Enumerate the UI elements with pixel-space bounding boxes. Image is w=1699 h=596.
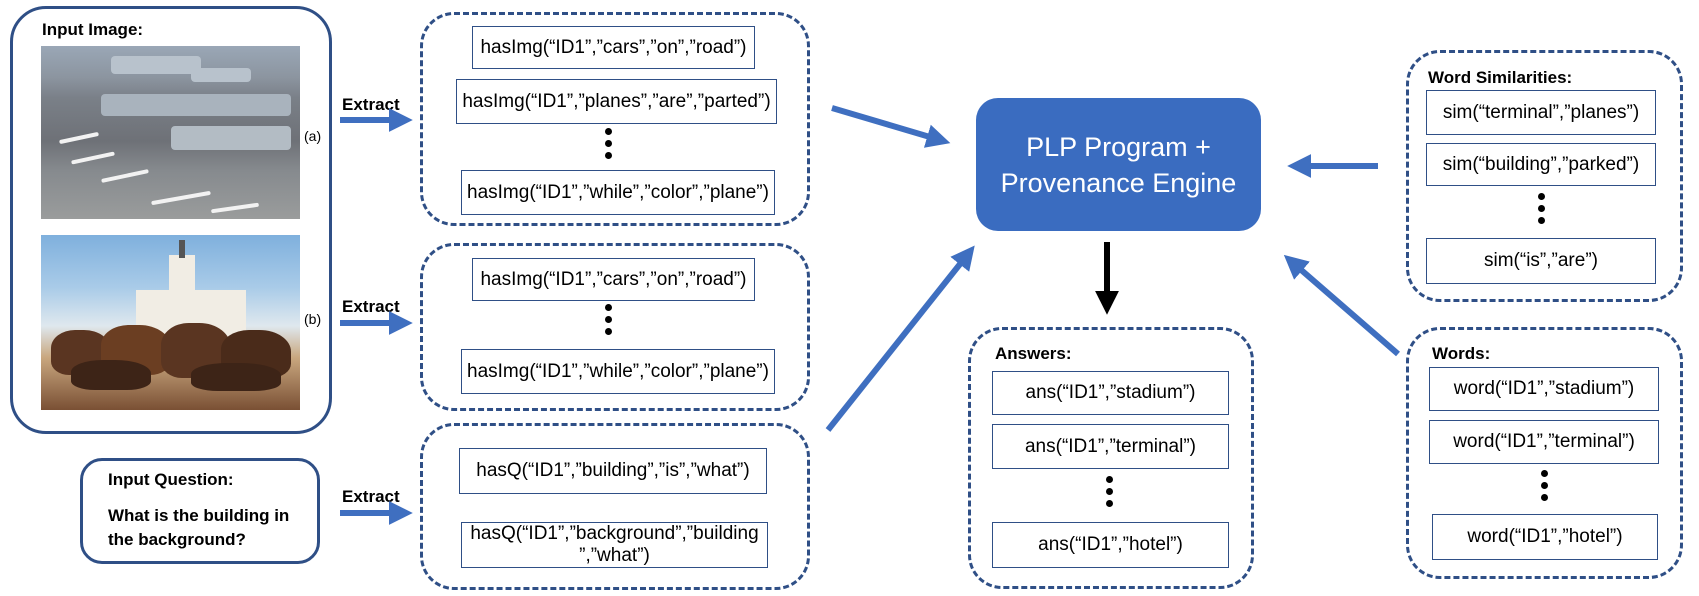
word-similarities-panel — [1406, 50, 1683, 302]
answers-title: Answers: — [995, 344, 1072, 363]
image-a-ellipsis — [605, 128, 612, 164]
horses-photo — [41, 235, 300, 410]
image-b-fact-2: hasImg(“ID1”,”while”,”color”,”plane”) — [461, 349, 775, 394]
plp-provenance-engine: PLP Program + Provenance Engine — [976, 98, 1261, 231]
image-b-ellipsis — [605, 304, 612, 340]
word-item-1: word(“ID1”,”stadium”) — [1429, 367, 1659, 411]
words-title: Words: — [1432, 344, 1491, 363]
image-a-fact-3: hasImg(“ID1”,”while”,”color”,”plane”) — [461, 170, 775, 215]
question-fact-1: hasQ(“ID1”,”building”,”is”,”what”) — [459, 448, 767, 494]
similarity-item-3: sim(“is”,”are”) — [1426, 238, 1656, 284]
similarity-item-2: sim(“building”,”parked”) — [1426, 143, 1656, 186]
question-facts-panel — [420, 423, 810, 590]
image-b-fact-1: hasImg(“ID1”,”cars”,”on”,”road”) — [472, 258, 755, 301]
similarity-item-1: sim(“terminal”,”planes”) — [1426, 90, 1656, 135]
input-question-line1: What is the building in — [108, 506, 290, 525]
words-to-engine-arrow — [1283, 254, 1400, 357]
question-fact-2-line1: hasQ(“ID1”,”background”,”building — [470, 523, 759, 544]
extract-label-a: Extract — [342, 95, 400, 114]
words-ellipsis — [1541, 470, 1548, 506]
airport-photo — [41, 46, 300, 219]
answer-item-2: ans(“ID1”,”terminal”) — [992, 424, 1229, 469]
input-question-title: Input Question: — [108, 470, 234, 489]
question-facts-to-engine-arrow — [825, 245, 975, 432]
question-fact-2: hasQ(“ID1”,”background”,”building ”,”wha… — [461, 522, 768, 568]
word-similarities-title: Word Similarities: — [1428, 68, 1573, 87]
engine-line2: Provenance Engine — [1000, 167, 1237, 198]
answer-item-1: ans(“ID1”,”stadium”) — [992, 371, 1229, 415]
answers-ellipsis — [1106, 476, 1113, 512]
answer-item-3: ans(“ID1”,”hotel”) — [992, 522, 1229, 568]
word-item-3: word(“ID1”,”hotel”) — [1432, 514, 1658, 560]
words-panel — [1406, 327, 1683, 579]
similarities-ellipsis — [1538, 193, 1545, 229]
answers-panel — [968, 327, 1254, 589]
input-image-title: Input Image: — [42, 20, 144, 39]
word-item-2: word(“ID1”,”terminal”) — [1429, 420, 1659, 464]
engine-line1: PLP Program + — [1026, 131, 1211, 162]
input-image-panel — [10, 6, 332, 434]
image-b-facts-panel — [420, 243, 810, 411]
image-a-fact-2: hasImg(“ID1”,”planes”,”are”,”parted”) — [456, 79, 777, 124]
image-facts-to-engine-arrow — [831, 105, 951, 148]
image-label-b: (b) — [304, 311, 322, 327]
input-question-line2: the background? — [108, 530, 246, 549]
input-question-panel — [80, 458, 320, 564]
image-a-fact-1: hasImg(“ID1”,”cars”,”on”,”road”) — [472, 26, 755, 69]
image-label-a: (a) — [304, 128, 322, 144]
image-a-facts-panel — [420, 12, 810, 226]
question-fact-2-line2: ”,”what”) — [579, 545, 650, 566]
extract-label-b: Extract — [342, 297, 400, 316]
extract-label-question: Extract — [342, 487, 400, 506]
